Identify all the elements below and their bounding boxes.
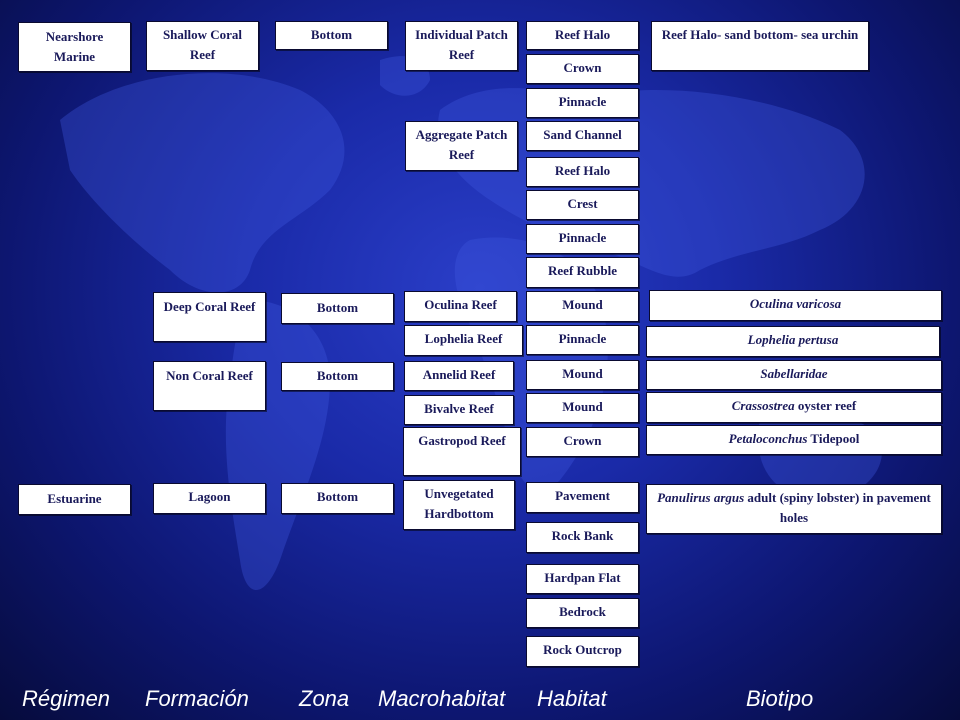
habitat-reef-halo-1: Reef Halo <box>526 21 639 50</box>
regimen-estuarine: Estuarine <box>18 484 131 515</box>
macrohabitat-lophelia-reef: Lophelia Reef <box>404 325 523 356</box>
habitat-mound-3: Mound <box>526 393 639 423</box>
biotipo-petaloconchus-tidepool: Petaloconchus Tidepool <box>646 425 942 455</box>
footer-label-regimen: Régimen <box>22 686 111 711</box>
formacion-shallow-coral-reef: Shallow Coral Reef <box>146 21 259 71</box>
biotipo-sabellaridae: Sabellaridae <box>646 360 942 390</box>
habitat-rock-outcrop: Rock Outcrop <box>526 636 639 667</box>
zona-bottom-2: Bottom <box>281 293 394 324</box>
habitat-reef-halo-2: Reef Halo <box>526 157 639 187</box>
biotipo-petaloconchus-desc: Tidepool <box>807 431 860 446</box>
macrohabitat-oculina-reef: Oculina Reef <box>404 291 517 322</box>
habitat-pavement: Pavement <box>526 482 639 513</box>
biotipo-crassostrea-oyster-reef: Crassostrea oyster reef <box>646 392 942 423</box>
habitat-crown-1: Crown <box>526 54 639 84</box>
footer-label-zona: Zona <box>299 686 350 711</box>
biotipo-lophelia-pertusa: Lophelia pertusa <box>646 326 940 357</box>
zona-bottom-3: Bottom <box>281 362 394 391</box>
footer-label-macrohabitat: Macrohabitat <box>378 686 506 711</box>
macrohabitat-gastropod-reef: Gastropod Reef <box>403 427 521 476</box>
footer-label-biotipo: Biotipo <box>746 686 814 711</box>
footer-label-habitat: Habitat <box>537 686 607 711</box>
biotipo-panulirus-species: Panulirus argus <box>657 490 745 505</box>
habitat-hardpan-flat: Hardpan Flat <box>526 564 639 594</box>
biotipo-oculina-varicosa: Oculina varicosa <box>649 290 942 321</box>
formacion-lagoon: Lagoon <box>153 483 266 514</box>
habitat-bedrock: Bedrock <box>526 598 639 628</box>
habitat-mound-1: Mound <box>526 291 639 322</box>
habitat-crown-2: Crown <box>526 427 639 457</box>
macrohabitat-aggregate-patch-reef: Aggregate Patch Reef <box>405 121 518 171</box>
biotipo-crassostrea-species: Crassostrea <box>731 398 795 413</box>
habitat-reef-rubble: Reef Rubble <box>526 257 639 288</box>
habitat-pinnacle-2: Pinnacle <box>526 224 639 254</box>
macrohabitat-bivalve-reef: Bivalve Reef <box>404 395 514 425</box>
habitat-pinnacle-3: Pinnacle <box>526 325 639 355</box>
habitat-crest: Crest <box>526 190 639 220</box>
macrohabitat-individual-patch-reef: Individual Patch Reef <box>405 21 518 71</box>
biotipo-reef-halo-sand-bottom: Reef Halo- sand bottom- sea urchin <box>651 21 869 71</box>
macrohabitat-unvegetated-hardbottom: Unvegetated Hardbottom <box>403 480 515 530</box>
habitat-rock-bank: Rock Bank <box>526 522 639 553</box>
formacion-non-coral-reef: Non Coral Reef <box>153 361 266 411</box>
habitat-sand-channel: Sand Channel <box>526 121 639 151</box>
zona-bottom-1: Bottom <box>275 21 388 50</box>
zona-bottom-4: Bottom <box>281 483 394 514</box>
biotipo-panulirus-argus: Panulirus argus adult (spiny lobster) in… <box>646 484 942 534</box>
regimen-nearshore-marine: Nearshore Marine <box>18 22 131 72</box>
macrohabitat-annelid-reef: Annelid Reef <box>404 361 514 391</box>
formacion-deep-coral-reef: Deep Coral Reef <box>153 292 266 342</box>
footer-label-formacion: Formación <box>145 686 249 711</box>
biotipo-petaloconchus-species: Petaloconchus <box>728 431 808 446</box>
biotipo-panulirus-desc: adult (spiny lobster) in pavement holes <box>744 490 935 525</box>
biotipo-crassostrea-desc: oyster reef <box>794 398 857 413</box>
habitat-pinnacle-1: Pinnacle <box>526 88 639 118</box>
habitat-mound-2: Mound <box>526 360 639 390</box>
